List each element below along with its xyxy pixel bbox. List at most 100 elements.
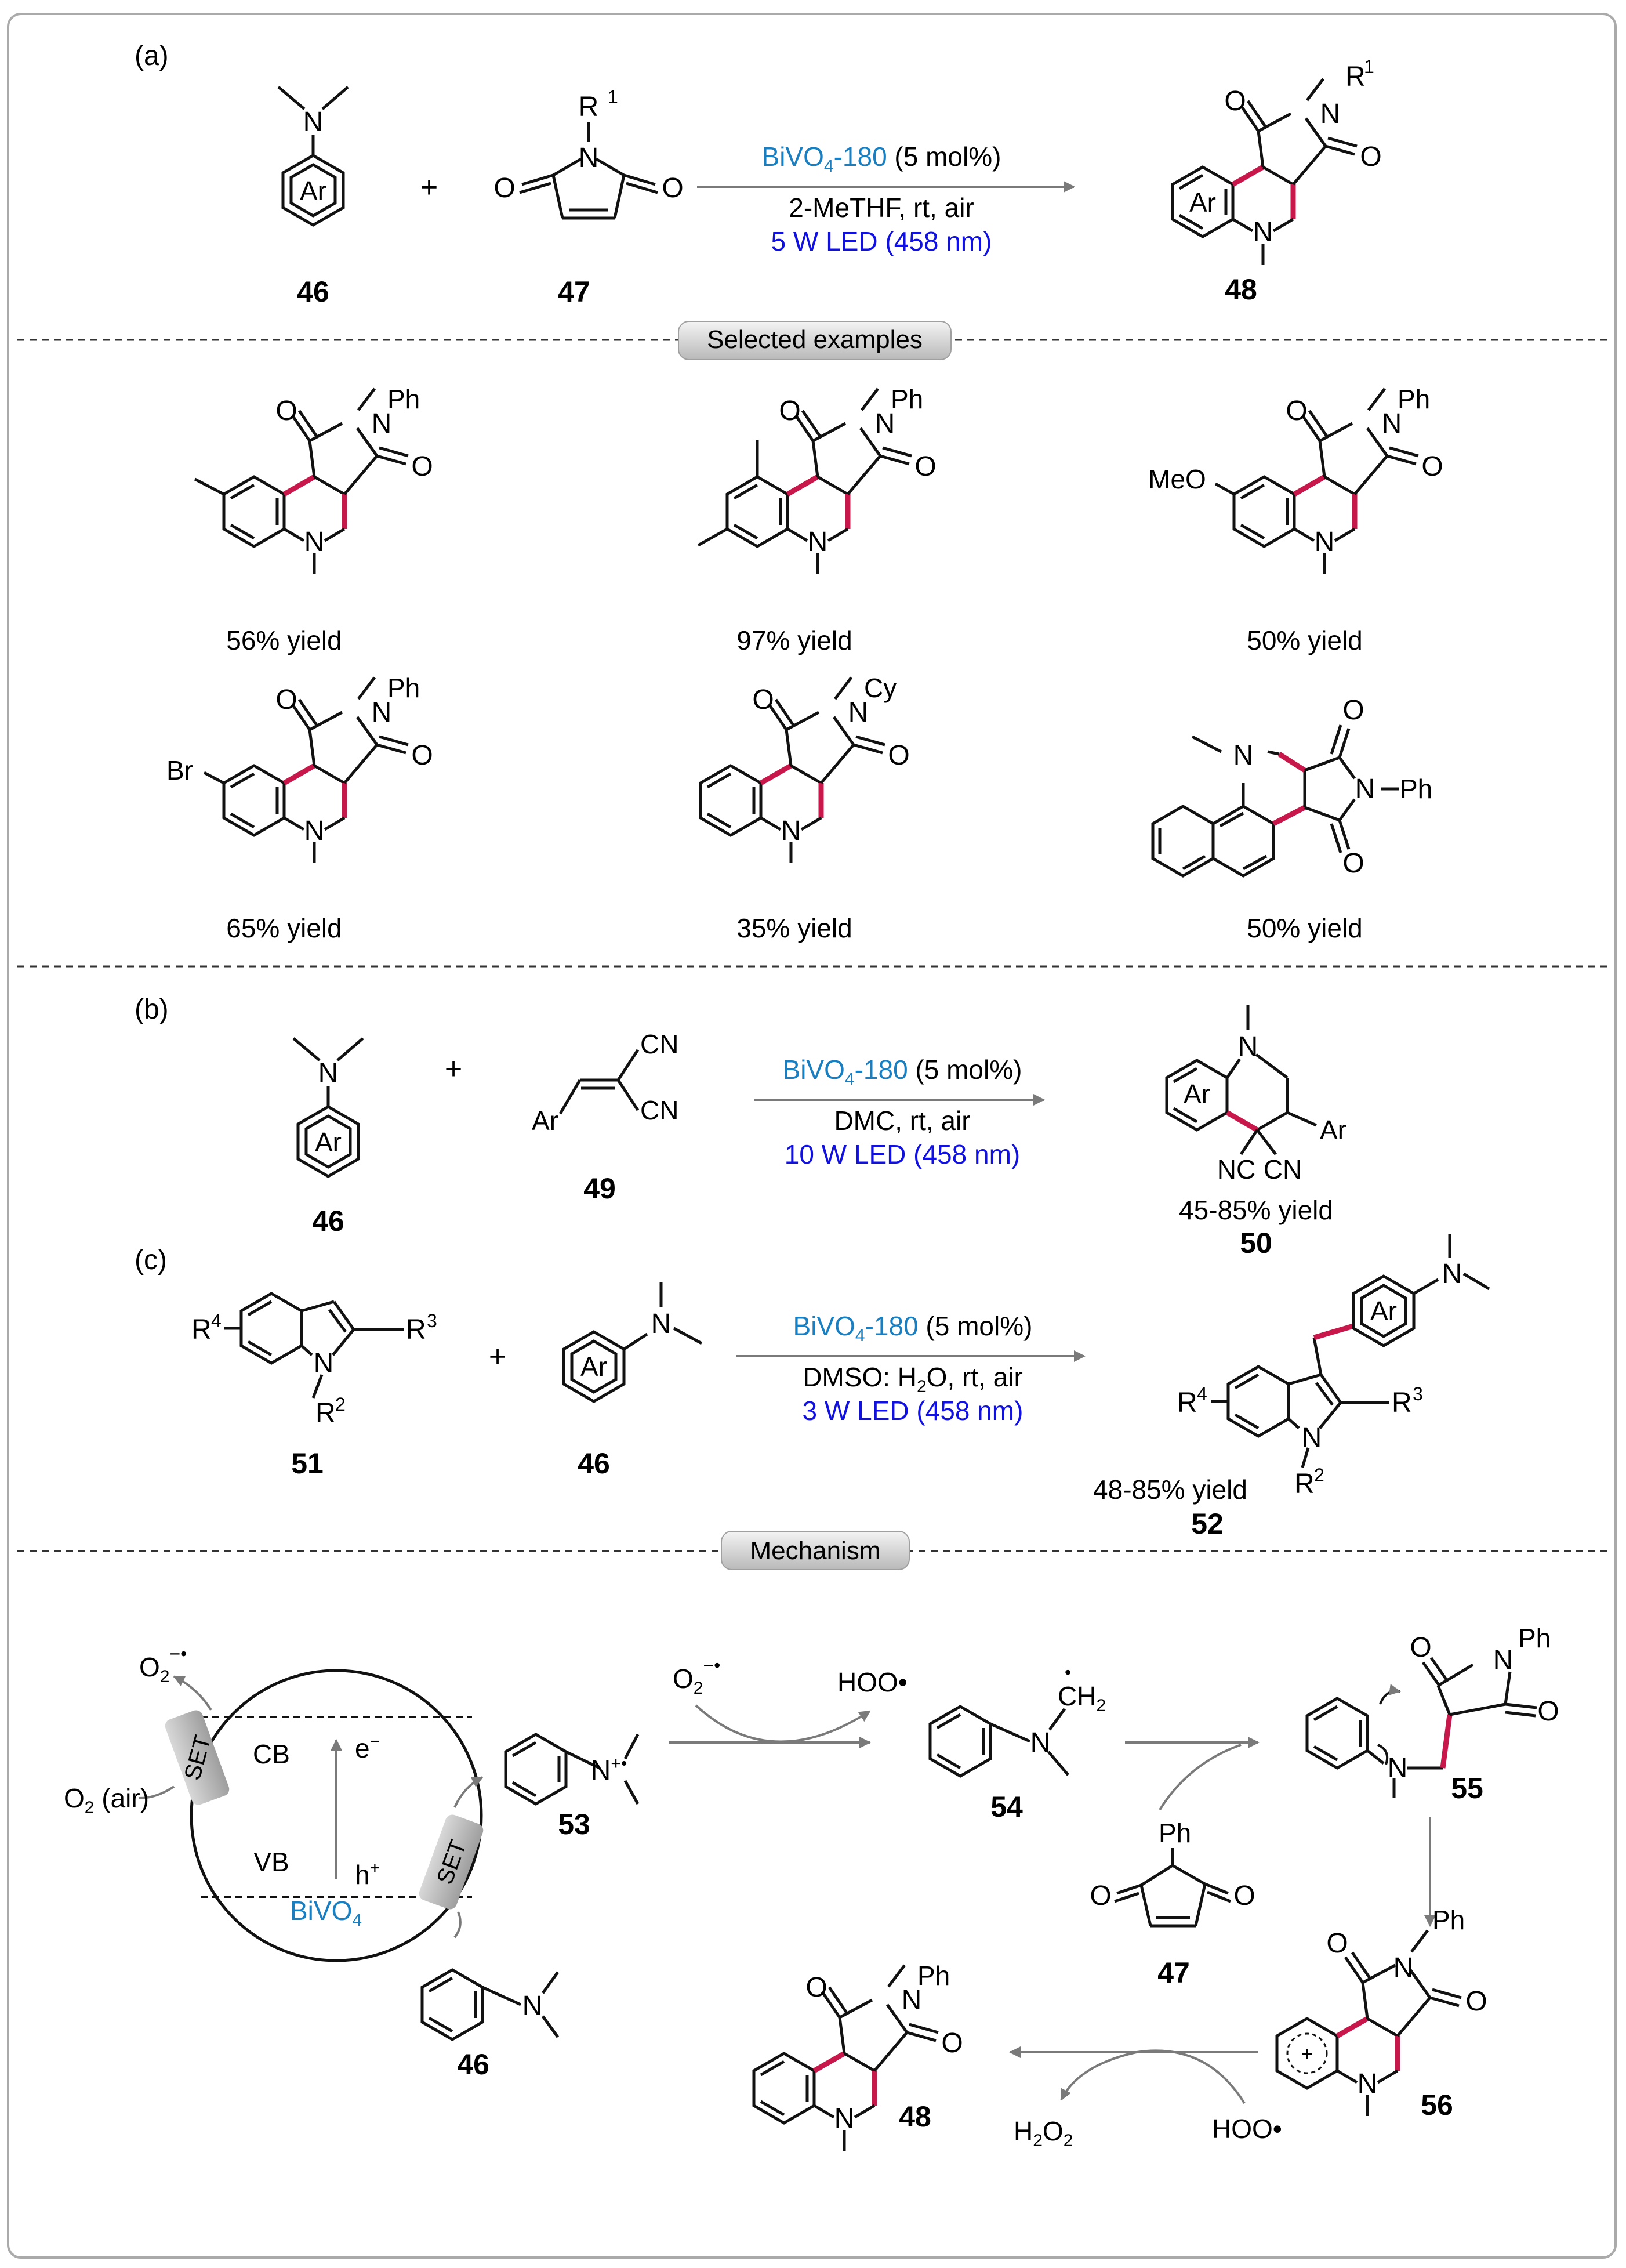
svg-text:•: • <box>1065 1662 1071 1683</box>
svg-text:Ar: Ar <box>532 1106 558 1136</box>
svg-text:R: R <box>579 92 599 122</box>
svg-text:4: 4 <box>1197 1383 1207 1404</box>
hoo-label-2: HOO• <box>1212 2114 1282 2144</box>
svg-text:O: O <box>275 396 297 426</box>
svg-text:Ar: Ar <box>1184 1079 1210 1109</box>
svg-text:N: N <box>1253 217 1273 248</box>
svg-text:2-MeTHF, rt, air: 2-MeTHF, rt, air <box>789 193 974 223</box>
selected-examples-badge <box>678 321 952 360</box>
svg-text:BiVO4-180 (5 mol%): BiVO4-180 (5 mol%) <box>762 142 1001 176</box>
example-4: Br N N O O Ph 65% yield <box>166 673 433 943</box>
scheme-frame <box>7 13 1617 2259</box>
svg-text:Ar: Ar <box>1370 1296 1397 1326</box>
svg-text:N: N <box>1320 99 1341 129</box>
svg-text:Ph: Ph <box>917 1961 950 1991</box>
svg-text:N: N <box>1238 1031 1258 1062</box>
svg-text:R: R <box>1294 1469 1315 1499</box>
svg-text:5 W LED (458 nm): 5 W LED (458 nm) <box>771 226 992 256</box>
svg-text:N: N <box>318 1058 339 1089</box>
svg-text:N: N <box>834 2103 855 2134</box>
panel-label-b: (b) <box>135 994 169 1025</box>
svg-text:e−: e− <box>355 1732 380 1763</box>
svg-text:3: 3 <box>427 1310 437 1331</box>
svg-text:+: + <box>1301 2043 1313 2065</box>
svg-text:N: N <box>1393 1952 1414 1983</box>
svg-text:O2 (air): O2 (air) <box>64 1783 149 1817</box>
svg-text:CN: CN <box>640 1029 678 1059</box>
svg-text:O: O <box>1233 1881 1255 1911</box>
photocatalyst-cycle: CB VB e− h+ BiVO4 SET O2 (air) O2−• SET <box>64 1643 484 1962</box>
svg-text:O: O <box>1286 396 1307 426</box>
svg-text:N: N <box>651 1309 672 1339</box>
svg-text:O: O <box>1224 86 1246 117</box>
svg-text:N: N <box>304 816 325 846</box>
svg-text:Ar: Ar <box>300 176 326 206</box>
svg-text:R: R <box>1177 1387 1197 1418</box>
svg-text:N: N <box>1233 740 1254 771</box>
example-3: MeO N N O O Ph 50% yield <box>1148 384 1443 655</box>
svg-text:N: N <box>1355 774 1375 805</box>
svg-text:CN: CN <box>640 1095 678 1125</box>
svg-text:O: O <box>1537 1696 1559 1727</box>
svg-text:CB: CB <box>253 1739 290 1769</box>
svg-text:N: N <box>848 697 869 728</box>
yield-52: 48-85% yield <box>1093 1474 1247 1505</box>
svg-text:3: 3 <box>1413 1383 1423 1404</box>
conditions-c: BiVO4-180 (5 mol%) DMSO: H2O, rt, air 3 … <box>736 1311 1086 1426</box>
svg-text:2: 2 <box>1314 1465 1324 1486</box>
svg-text:O: O <box>914 451 936 482</box>
compound-label-47: 47 <box>558 276 590 308</box>
compound-label-51: 51 <box>291 1447 324 1480</box>
svg-text:N: N <box>902 1985 922 2016</box>
product-48-a: Ar N N O O R 1 48 <box>1173 56 1382 306</box>
compound-label-54: 54 <box>990 1791 1023 1823</box>
hoo-label-1: HOO• <box>837 1667 908 1697</box>
svg-text:Ph: Ph <box>1398 384 1430 414</box>
svg-text:4: 4 <box>211 1310 222 1331</box>
example-5: N N O O Cy 35% yield <box>701 673 910 943</box>
product-48-mechanism: N N O O Ph 48 <box>754 1961 963 2151</box>
compound-label-52: 52 <box>1191 1508 1224 1540</box>
intermediate-53: N+• 53 <box>506 1734 640 1841</box>
svg-text:O: O <box>1090 1881 1111 1911</box>
reagent-46-b: N Ar 46 <box>292 1037 364 1237</box>
svg-text:R: R <box>1392 1387 1412 1418</box>
yield-50: 45-85% yield <box>1179 1195 1333 1225</box>
intermediate-56: + N N O O Ph 56 <box>1275 1905 1487 2121</box>
reagent-46-a: N Ar 46 <box>277 86 349 308</box>
yield-example-5: 35% yield <box>736 913 852 943</box>
svg-text:N: N <box>372 408 392 439</box>
compound-label-53: 53 <box>558 1808 590 1841</box>
svg-text:O: O <box>752 684 774 715</box>
compound-label-49: 49 <box>583 1172 616 1205</box>
reagent-47-maleimide: N O O R 1 47 <box>493 86 683 308</box>
compound-label-50: 50 <box>1240 1227 1272 1259</box>
compound-label-55: 55 <box>1451 1772 1483 1805</box>
mechanism-label: Mechanism <box>750 1537 881 1565</box>
reagent-51-indole: R 4 R 3 N R 2 51 <box>191 1292 437 1480</box>
svg-text:R: R <box>406 1314 426 1345</box>
svg-text:Ph: Ph <box>891 384 923 414</box>
product-50: N Ar Ar NC CN 45-85% yield 50 <box>1165 1005 1346 1259</box>
plus-b: + <box>445 1052 462 1086</box>
svg-text:BiVO4: BiVO4 <box>290 1896 362 1930</box>
yield-example-6: 50% yield <box>1247 913 1362 943</box>
svg-text:O: O <box>1342 695 1364 726</box>
example-1: N N O O Ph 56% yield <box>194 384 433 655</box>
svg-text:N+•: N+• <box>591 1754 627 1786</box>
svg-text:Ar: Ar <box>1320 1115 1346 1145</box>
svg-text:N: N <box>303 107 324 137</box>
svg-text:O: O <box>1410 1632 1431 1663</box>
svg-text:N: N <box>781 816 801 846</box>
svg-text:VB: VB <box>253 1847 289 1877</box>
svg-text:Ar: Ar <box>1189 187 1216 218</box>
svg-text:N: N <box>1030 1727 1051 1758</box>
svg-text:N: N <box>808 527 828 557</box>
svg-text:BiVO4-180 (5 mol%): BiVO4-180 (5 mol%) <box>783 1055 1022 1089</box>
svg-text:N: N <box>1382 408 1402 439</box>
svg-text:R: R <box>191 1314 212 1345</box>
svg-text:NC: NC <box>1217 1154 1255 1184</box>
mechanism-badge <box>721 1531 910 1570</box>
svg-text:N: N <box>304 527 325 557</box>
svg-text:N: N <box>579 143 599 173</box>
